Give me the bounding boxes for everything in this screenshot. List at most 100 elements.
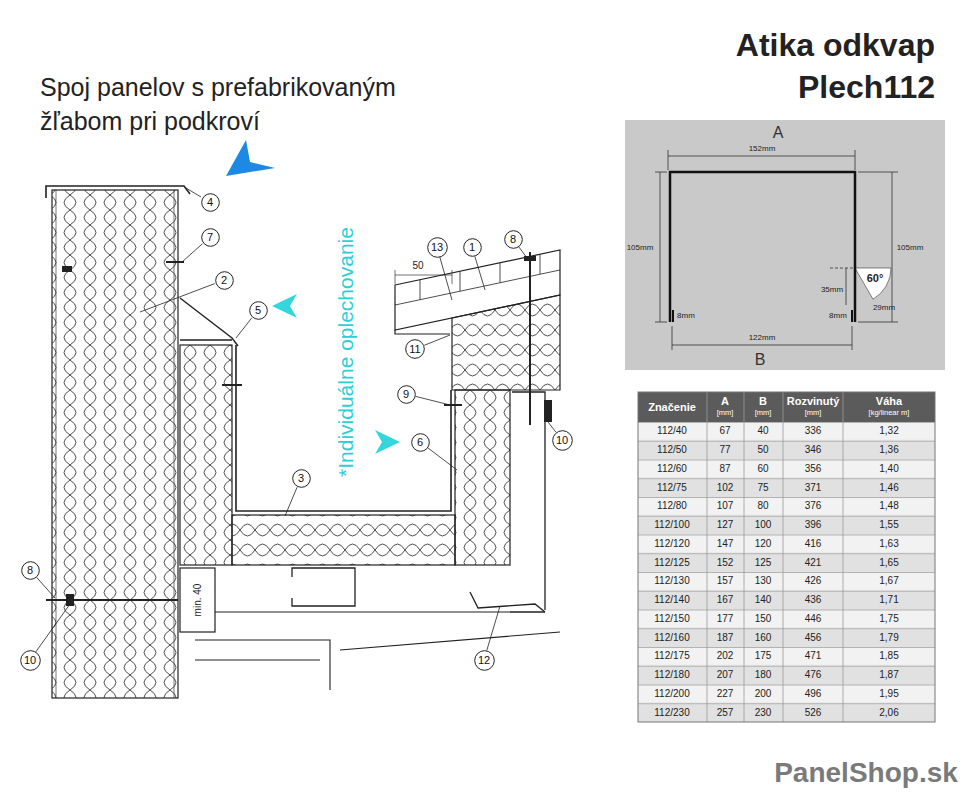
page-title: Atika odkvap Plech112 <box>695 24 935 108</box>
leader-line <box>285 487 297 516</box>
dimension-label: min. 40 <box>192 584 204 617</box>
screw <box>222 384 242 386</box>
leader-line <box>424 335 450 345</box>
table-cell: 77 <box>719 444 730 456</box>
table-header-unit: [mm] <box>717 409 734 418</box>
table-cell: 120 <box>755 538 772 550</box>
table-cell: 112/140 <box>654 594 689 606</box>
table-cell: 1,55 <box>879 519 898 531</box>
table-cell: 1,75 <box>879 613 898 625</box>
table-cell: 1,46 <box>879 482 898 494</box>
table-cell: 125 <box>755 557 772 569</box>
callout-circle: 8 <box>504 230 523 249</box>
watermark: PanelShop.sk <box>774 757 958 789</box>
wall-panel <box>52 190 178 698</box>
table-cell: 1,67 <box>879 576 898 588</box>
beam <box>215 611 510 612</box>
table-cell: 112/100 <box>654 519 689 531</box>
dimension-label: 29mm <box>873 303 895 312</box>
table-cell: 476 <box>805 669 822 681</box>
callout-circle-shape <box>397 385 415 403</box>
leader-line <box>548 422 556 432</box>
panel-sheet <box>56 190 57 698</box>
table-cell: 456 <box>805 632 822 644</box>
structure <box>195 632 560 690</box>
bracket <box>395 330 450 334</box>
table-cell: 2,06 <box>879 707 898 719</box>
callout-circle-shape <box>21 561 39 579</box>
table-header: A <box>721 395 729 408</box>
panel-sheet <box>174 190 175 698</box>
table-cell: 160 <box>755 632 772 644</box>
callout-number: 13 <box>427 237 448 258</box>
callout-circle-shape <box>552 430 572 450</box>
callout-number: 11 <box>405 339 425 359</box>
steel-profile <box>510 392 545 612</box>
callout-circle: 11 <box>405 339 425 359</box>
dimension-label: 35mm <box>821 285 843 294</box>
dimension-label: 8mm <box>829 311 847 320</box>
table-cell: 112/150 <box>654 613 689 625</box>
dimension-line <box>846 268 847 305</box>
callout-number: 10 <box>20 650 41 671</box>
table-cell: 112/50 <box>657 444 687 456</box>
table-cell: 416 <box>805 538 822 550</box>
callout-circle-shape <box>201 228 219 246</box>
callout-circle: 10 <box>552 430 573 451</box>
callout-circle: 1 <box>463 238 482 257</box>
callout-number: 5 <box>249 301 268 320</box>
callout-number: 2 <box>215 271 234 290</box>
table-cell: 140 <box>755 594 772 606</box>
callout-circle: 13 <box>427 237 448 258</box>
callout-circle-shape <box>292 469 310 487</box>
callout-circle: 2 <box>215 271 234 290</box>
callout-circle: 10 <box>20 650 41 671</box>
table-cell: 1,65 <box>879 557 898 569</box>
table-cell: 152 <box>717 557 734 569</box>
dimension-line <box>655 172 667 322</box>
table-cell: 80 <box>757 501 768 513</box>
table-cell: 346 <box>805 444 822 456</box>
table-cell: 112/160 <box>654 632 689 644</box>
table-cell: 175 <box>755 651 772 663</box>
table-header-unit: [mm] <box>805 409 822 418</box>
table-rows <box>638 422 935 722</box>
callout-number: 7 <box>201 228 220 247</box>
profile-panel <box>625 120 945 370</box>
table-cell: 87 <box>719 463 730 475</box>
callout-number: 9 <box>397 385 416 404</box>
leader-line <box>37 578 55 599</box>
dimension-line <box>830 268 855 269</box>
table-cell: 127 <box>717 519 734 531</box>
table-header <box>638 392 935 422</box>
table-cell: 150 <box>755 613 772 625</box>
table-header: Váha <box>876 395 902 408</box>
table-cell: 177 <box>717 613 734 625</box>
callout-circle: 6 <box>411 433 430 452</box>
table-cell: 376 <box>805 501 822 513</box>
leader-line <box>487 606 500 650</box>
table-cell: 112/125 <box>654 557 689 569</box>
table-cell: 107 <box>717 501 734 513</box>
angle-wedge <box>855 268 891 299</box>
leader-line <box>519 247 530 262</box>
table-cell: 396 <box>805 519 822 531</box>
table-cell: 200 <box>755 688 772 700</box>
screw <box>166 261 184 263</box>
gutter-bottom <box>232 515 455 565</box>
table-cell: 67 <box>719 426 730 438</box>
table-cell: 50 <box>757 444 768 456</box>
leader-line <box>236 318 252 338</box>
table-cell: 102 <box>717 482 734 494</box>
callout-circle-shape <box>201 193 219 211</box>
callout-number: 8 <box>21 561 40 580</box>
dimension-line <box>672 326 852 350</box>
callout-circle-shape <box>504 230 522 248</box>
table-cell: 1,63 <box>879 538 898 550</box>
pointer-arrow <box>375 430 400 454</box>
pointer-arrow <box>272 294 297 318</box>
table-cell: 207 <box>717 669 734 681</box>
leader-lines <box>36 188 556 652</box>
callout-circle-shape <box>411 433 429 451</box>
table-cell: 1,87 <box>879 669 898 681</box>
